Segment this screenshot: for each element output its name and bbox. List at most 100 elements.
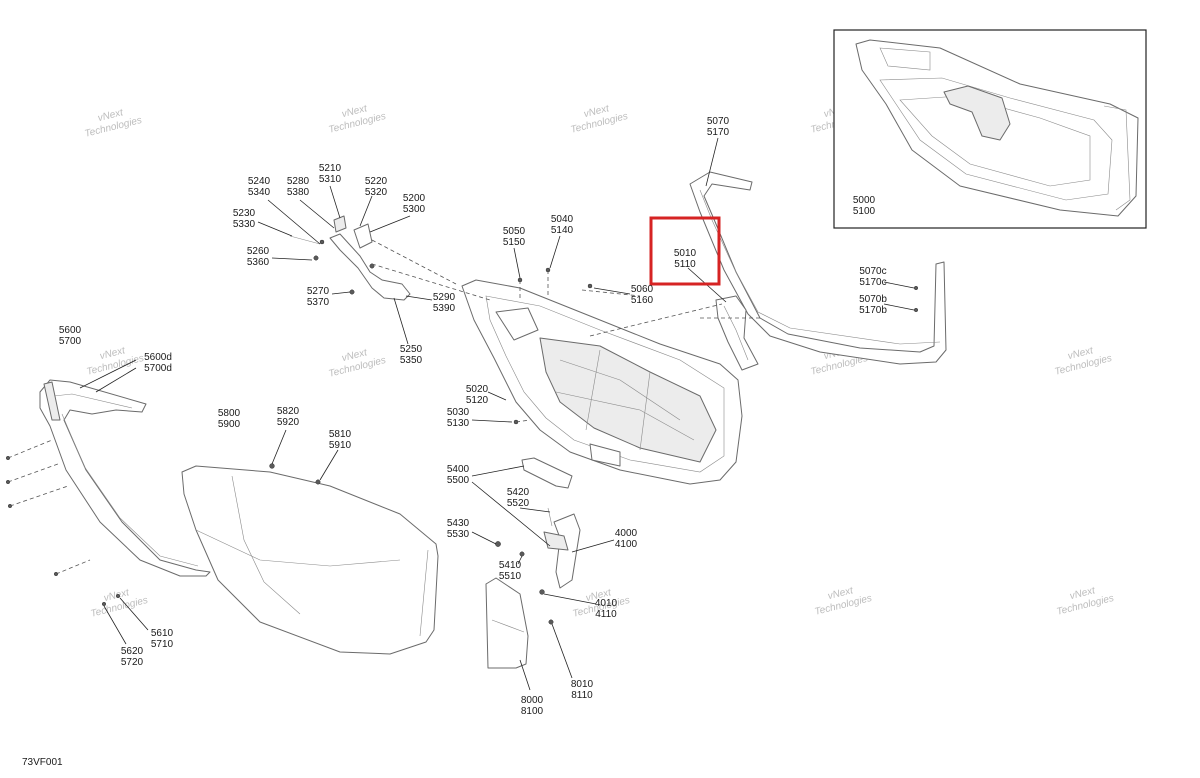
svg-text:5720: 5720: [121, 657, 144, 668]
seal-outline: [689, 171, 947, 365]
svg-text:5240: 5240: [248, 176, 271, 187]
svg-text:5280: 5280: [287, 176, 310, 187]
outer-panel-creases: [195, 475, 429, 637]
svg-text:5500: 5500: [447, 475, 470, 486]
svg-text:5070c: 5070c: [859, 266, 886, 277]
leader-5250: [393, 297, 409, 345]
leader-5820: [271, 429, 287, 465]
svg-text:8110: 8110: [571, 690, 593, 701]
watermark: vNext Technologies: [328, 347, 387, 380]
svg-text:5140: 5140: [551, 225, 574, 236]
hinge-strap-5400: [521, 457, 573, 489]
svg-text:5270: 5270: [307, 286, 330, 297]
frame-screw-2: [5, 479, 11, 485]
leader-5030: [471, 419, 513, 423]
watermark: vNext Technologies: [570, 103, 629, 136]
leader-8000: [519, 659, 531, 691]
inset-assembled-door: [833, 29, 1147, 229]
dash-line: [515, 419, 531, 423]
leader-5240: [267, 199, 321, 245]
leader-5060: [593, 287, 631, 295]
dash-line: [55, 559, 91, 575]
svg-text:5350: 5350: [400, 355, 423, 366]
svg-text:5820: 5820: [277, 406, 300, 417]
leader-4000: [571, 539, 615, 553]
svg-text:5020: 5020: [466, 384, 489, 395]
svg-text:5320: 5320: [365, 187, 388, 198]
svg-text:5340: 5340: [248, 187, 271, 198]
svg-text:5600: 5600: [59, 325, 82, 336]
svg-text:5170b: 5170b: [859, 305, 887, 316]
svg-text:5420: 5420: [507, 487, 530, 498]
watermark: vNext Technologies: [86, 345, 145, 378]
svg-text:5070b: 5070b: [859, 294, 887, 305]
inner-door-cavity: [539, 337, 717, 463]
svg-text:5030: 5030: [447, 407, 470, 418]
svg-text:5250: 5250: [400, 344, 423, 355]
svg-text:5800: 5800: [218, 408, 241, 419]
dash-line: [589, 303, 723, 337]
leader-5400: [471, 465, 525, 477]
svg-text:5000: 5000: [853, 195, 876, 206]
leader-5070b: [883, 303, 915, 311]
svg-text:5100: 5100: [853, 206, 876, 217]
trim-piece-5010: [715, 295, 759, 371]
dash-line: [7, 463, 59, 483]
inset-door-panel: [879, 77, 1113, 201]
leader-5600d: [79, 359, 137, 389]
svg-text:5310: 5310: [319, 174, 342, 185]
svg-text:5610: 5610: [151, 628, 174, 639]
leader-5410: [517, 555, 523, 565]
svg-text:5430: 5430: [447, 518, 470, 529]
leader-5430: [471, 531, 497, 545]
svg-text:5810: 5810: [329, 429, 352, 440]
svg-text:5170: 5170: [707, 127, 730, 138]
leader-4010: [543, 593, 597, 605]
svg-text:5260: 5260: [247, 246, 270, 257]
leader-5280: [299, 199, 335, 229]
latch-bracket: [353, 223, 373, 249]
leader-5420: [519, 507, 551, 513]
svg-text:5160: 5160: [631, 295, 654, 306]
frame-screw-5620: [101, 601, 107, 607]
leader-5810: [319, 449, 339, 481]
svg-text:5110: 5110: [674, 259, 696, 270]
svg-text:5620: 5620: [121, 646, 144, 657]
leader-5070c: [883, 281, 915, 289]
